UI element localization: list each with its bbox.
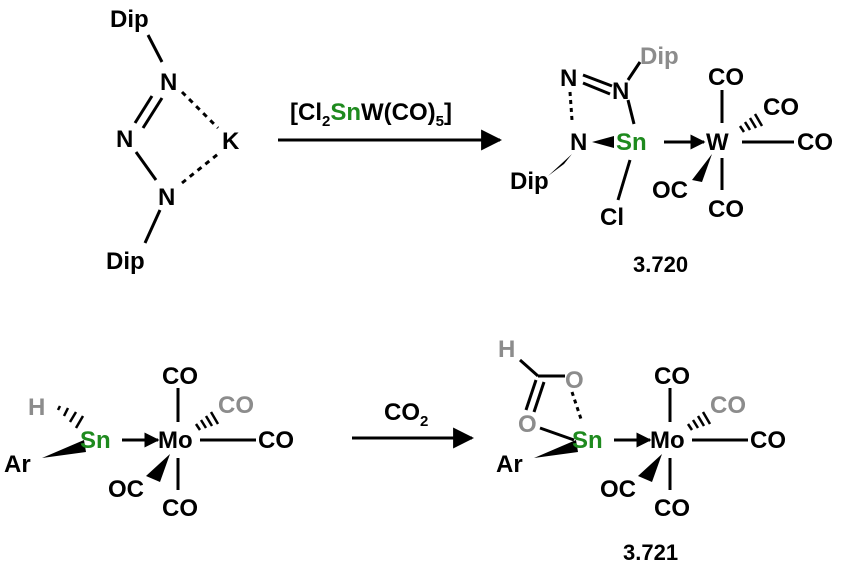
atom-h: H (498, 336, 515, 363)
reactant-triazenide: Dip N N N K Dip (106, 6, 240, 275)
atom-n-top: N (560, 65, 577, 92)
atom-dip-top: Dip (110, 6, 149, 33)
atom-dip-bottom: Dip (106, 248, 145, 275)
ligand-co-top: CO (654, 363, 690, 390)
atom-n-mid: N (612, 78, 629, 105)
ligand-co-upper-right: CO (763, 94, 799, 121)
atom-sn: Sn (616, 129, 647, 156)
atom-dip-grey: Dip (640, 43, 679, 70)
atom-w: W (706, 129, 729, 156)
ligand-co-right: CO (797, 129, 833, 156)
atom-mo: Mo (650, 427, 685, 454)
reagent-label: CO2 (384, 399, 428, 430)
ligand-co-bottom: CO (708, 196, 744, 223)
reaction-arrow-1: [Cl2SnW(CO)5] (278, 99, 503, 151)
product-3-721: H O O Ar Sn Mo CO CO CO OC CO 3.721 (496, 336, 786, 565)
atom-mo: Mo (158, 427, 193, 454)
ligand-oc-lower-left: OC (108, 476, 144, 503)
atom-n2: N (116, 126, 133, 153)
reaction-2: H Ar Sn Mo CO CO CO OC CO CO2 (4, 336, 786, 565)
atom-n-left: N (570, 129, 587, 156)
atom-sn: Sn (80, 427, 111, 454)
atom-n3: N (158, 184, 175, 211)
product-3-720: N N Dip N Dip Sn Cl W CO CO CO OC CO 3.7… (510, 43, 833, 277)
atom-cl: Cl (600, 204, 624, 231)
ligand-co-upper-right: CO (218, 392, 254, 419)
ligand-co-bottom: CO (654, 495, 690, 522)
atom-ar: Ar (4, 451, 31, 478)
reactant-stannylene-mo: H Ar Sn Mo CO CO CO OC CO (4, 363, 294, 522)
ligand-co-top: CO (708, 64, 744, 91)
ligand-oc-lower-left: OC (652, 177, 688, 204)
atom-ar: Ar (496, 451, 523, 478)
atom-o-upper: O (565, 367, 584, 394)
ligand-co-right: CO (258, 427, 294, 454)
compound-number-3-720: 3.720 (633, 252, 688, 277)
atom-o-lower: O (518, 411, 537, 438)
compound-number-3-721: 3.721 (623, 540, 678, 565)
ligand-oc-lower-left: OC (600, 476, 636, 503)
atom-dip-left: Dip (510, 168, 549, 195)
ligand-co-right: CO (750, 427, 786, 454)
atom-sn: Sn (572, 427, 603, 454)
atom-k: K (222, 128, 240, 155)
reaction-arrow-2: CO2 (352, 399, 475, 449)
reaction-1: Dip N N N K Dip [Cl2SnW(CO)5] (106, 6, 833, 277)
ligand-co-top: CO (162, 363, 198, 390)
atom-h: H (28, 394, 45, 421)
ligand-co-bottom: CO (162, 495, 198, 522)
atom-n1: N (160, 69, 177, 96)
ligand-co-upper-right: CO (710, 392, 746, 419)
reagent-label: [Cl2SnW(CO)5] (290, 99, 452, 130)
